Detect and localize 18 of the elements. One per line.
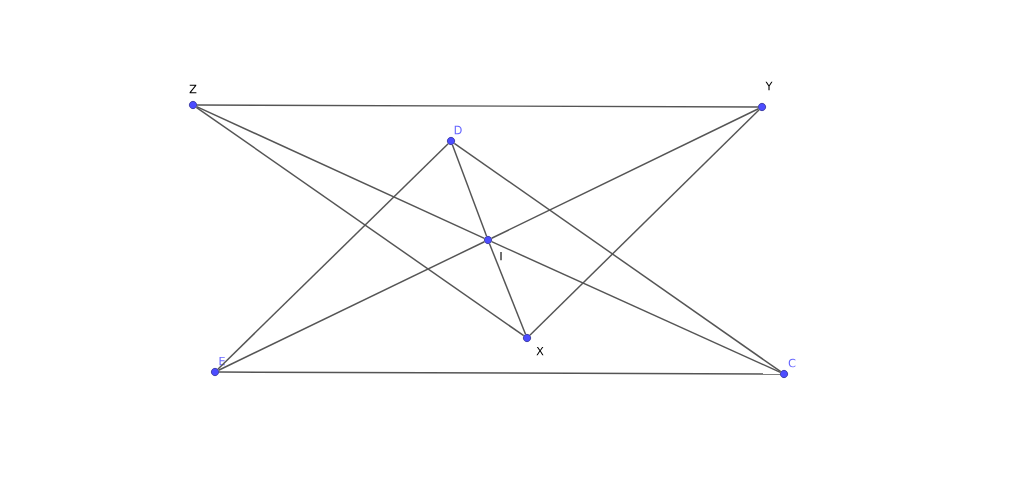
line-segment <box>218 371 781 375</box>
line-segment <box>529 109 760 336</box>
point-label: D <box>454 125 462 135</box>
line-segment <box>217 241 486 371</box>
line-segment <box>195 105 486 240</box>
point-label: X <box>536 346 544 356</box>
point-label: C <box>788 358 796 368</box>
point-label: Z <box>189 84 197 94</box>
line-segment <box>451 144 488 237</box>
line-segment <box>490 108 760 239</box>
line-segment <box>196 104 759 108</box>
line-segment <box>195 106 525 337</box>
line-segment <box>488 243 527 336</box>
point-label: Y <box>765 81 773 91</box>
line-segment <box>490 240 782 374</box>
line-segment <box>453 142 782 373</box>
point-label: I <box>500 251 502 261</box>
line-segment <box>217 143 449 370</box>
